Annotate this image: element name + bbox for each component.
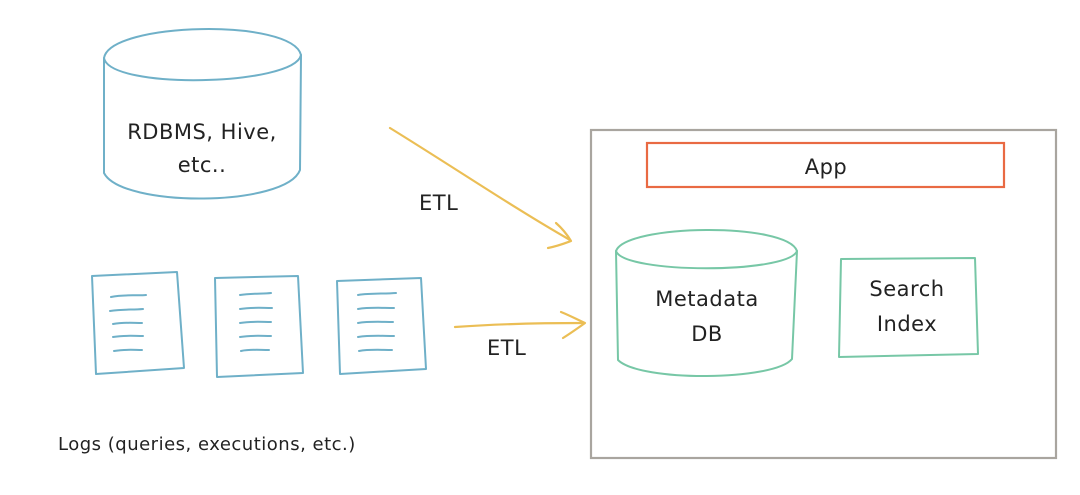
search-index-label-line1: Search [869, 277, 944, 301]
app-label: App [805, 155, 848, 179]
source-database: RDBMS, Hive, etc.. [103, 28, 302, 200]
search-index: Search Index [838, 257, 979, 358]
etl-label-bottom: ETL [487, 336, 526, 360]
log-document-3 [336, 277, 427, 375]
log-document-1 [91, 271, 185, 375]
metadata-platform-box [589, 128, 1058, 460]
source-database-label-line1: RDBMS, Hive, [127, 120, 277, 144]
etl-label-top: ETL [419, 191, 458, 215]
log-document-2 [214, 275, 304, 378]
metadata-db-label-line2: DB [691, 322, 723, 346]
etl-arrow-top [388, 126, 573, 250]
etl-arrow-bottom [453, 310, 587, 340]
metadata-db: Metadata DB [615, 229, 798, 377]
search-index-label-line2: Index [877, 312, 937, 336]
app-box: App [645, 141, 1006, 189]
source-database-label-line2: etc.. [178, 153, 227, 177]
logs-caption: Logs (queries, executions, etc.) [58, 434, 356, 455]
metadata-db-label-line1: Metadata [655, 287, 758, 311]
